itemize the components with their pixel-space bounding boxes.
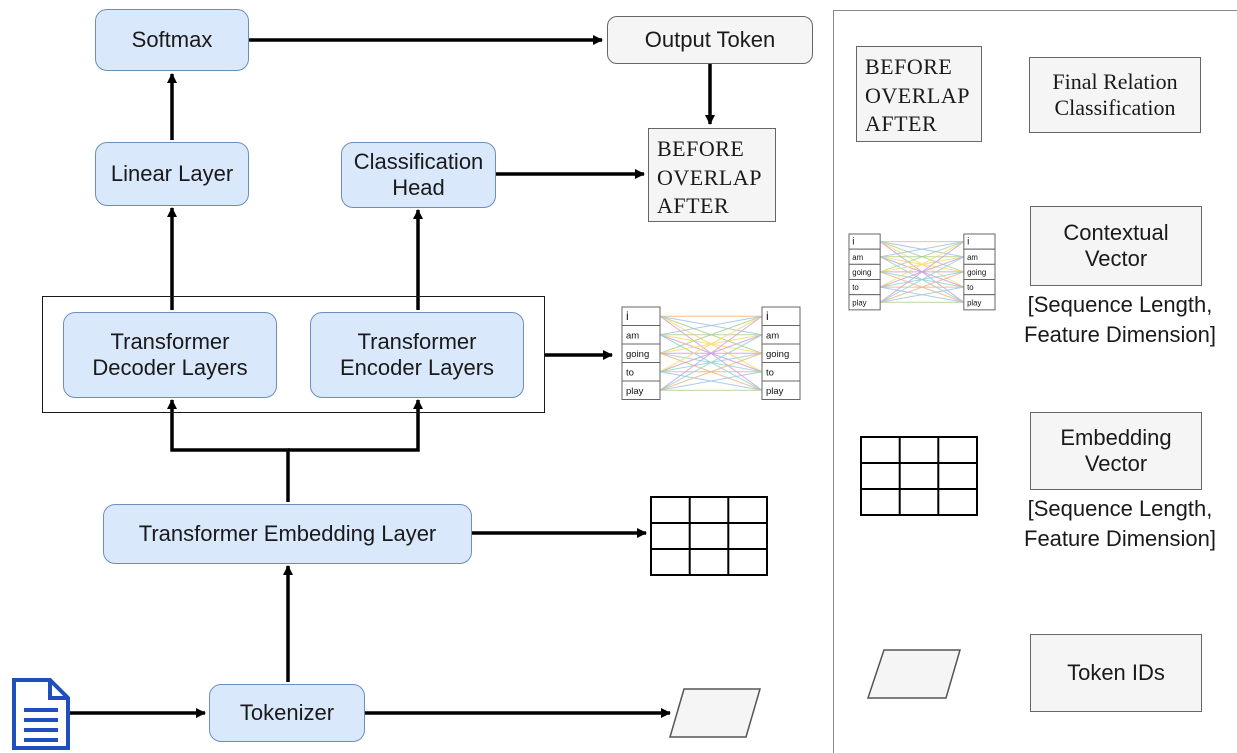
attention-link xyxy=(659,315,763,391)
softmax-node: Softmax xyxy=(95,9,249,71)
attention-map-icon: i am going to play i am going to play xyxy=(621,306,801,400)
attention-link xyxy=(879,241,965,273)
attention-link xyxy=(659,352,763,391)
attention-link xyxy=(659,334,763,391)
token-cell xyxy=(963,294,996,311)
attention-link xyxy=(880,286,964,303)
attention-link xyxy=(659,315,763,373)
token-label: going xyxy=(967,268,986,277)
token-cell xyxy=(621,380,661,400)
token-label: i xyxy=(766,309,769,323)
token-label: to xyxy=(626,367,634,378)
relation-output-node: BEFORE OVERLAP AFTER xyxy=(648,128,776,222)
token-label: am xyxy=(766,330,779,341)
tokenizer-node: Tokenizer xyxy=(209,684,365,742)
legend-final-relation-box: Final Relation Classification xyxy=(1029,57,1201,133)
legend-contextual-shape-label: [Sequence Length, Feature Dimension] xyxy=(1024,292,1216,347)
token-label: to xyxy=(852,283,859,292)
token-label: play xyxy=(967,298,981,307)
token-label: to xyxy=(967,283,974,292)
token-label: i xyxy=(852,237,854,248)
legend-attention-map-icon: i am going to play i am going to play xyxy=(848,233,996,311)
legend-contextual-vector-box: Contextual Vector xyxy=(1030,206,1202,286)
embedding-layer-node: Transformer Embedding Layer xyxy=(103,504,472,564)
attention-link xyxy=(659,371,763,391)
token-label: play xyxy=(626,386,644,397)
token-label: going xyxy=(626,349,649,360)
linear-layer-node: Linear Layer xyxy=(95,142,249,206)
encoder-layers-node: Transformer Encoder Layers xyxy=(310,312,524,398)
legend-parallelogram-icon xyxy=(866,649,961,699)
legend-embedding-vector-box: Embedding Vector xyxy=(1030,412,1202,490)
token-label: am xyxy=(967,253,978,262)
attention-link xyxy=(880,241,964,258)
document-icon xyxy=(12,678,70,750)
token-label: going xyxy=(852,268,871,277)
token-label: play xyxy=(852,298,866,307)
attention-link xyxy=(879,241,965,288)
output-token-node: Output Token xyxy=(607,16,813,64)
grid-icon xyxy=(650,496,768,576)
token-label: i xyxy=(626,309,629,323)
legend-token-ids-box: Token IDs xyxy=(1030,634,1202,712)
classification-head-node: Classification Head xyxy=(341,142,496,208)
token-label: am xyxy=(852,253,863,262)
attention-link xyxy=(879,256,965,303)
legend-relation-icon: BEFORE OVERLAP AFTER xyxy=(856,46,982,142)
token-label: play xyxy=(766,386,784,397)
token-label: going xyxy=(766,349,789,360)
transformer-layers-container xyxy=(42,296,545,413)
legend-panel xyxy=(833,10,1237,753)
legend-embedding-shape-label: [Sequence Length, Feature Dimension] xyxy=(1024,496,1216,551)
token-label: am xyxy=(626,330,639,341)
attention-link xyxy=(879,271,965,303)
edge-embedding-encoder xyxy=(288,399,423,452)
token-cell xyxy=(761,380,801,400)
token-label: i xyxy=(967,237,969,248)
attention-link xyxy=(659,315,763,336)
attention-link xyxy=(879,241,965,303)
token-label: to xyxy=(766,367,774,378)
edge-embedding-split xyxy=(167,399,290,502)
decoder-layers-node: Transformer Decoder Layers xyxy=(63,312,277,398)
parallelogram-icon xyxy=(669,688,761,738)
token-cell xyxy=(848,294,881,311)
legend-grid-icon xyxy=(860,436,978,516)
attention-link xyxy=(659,315,763,354)
